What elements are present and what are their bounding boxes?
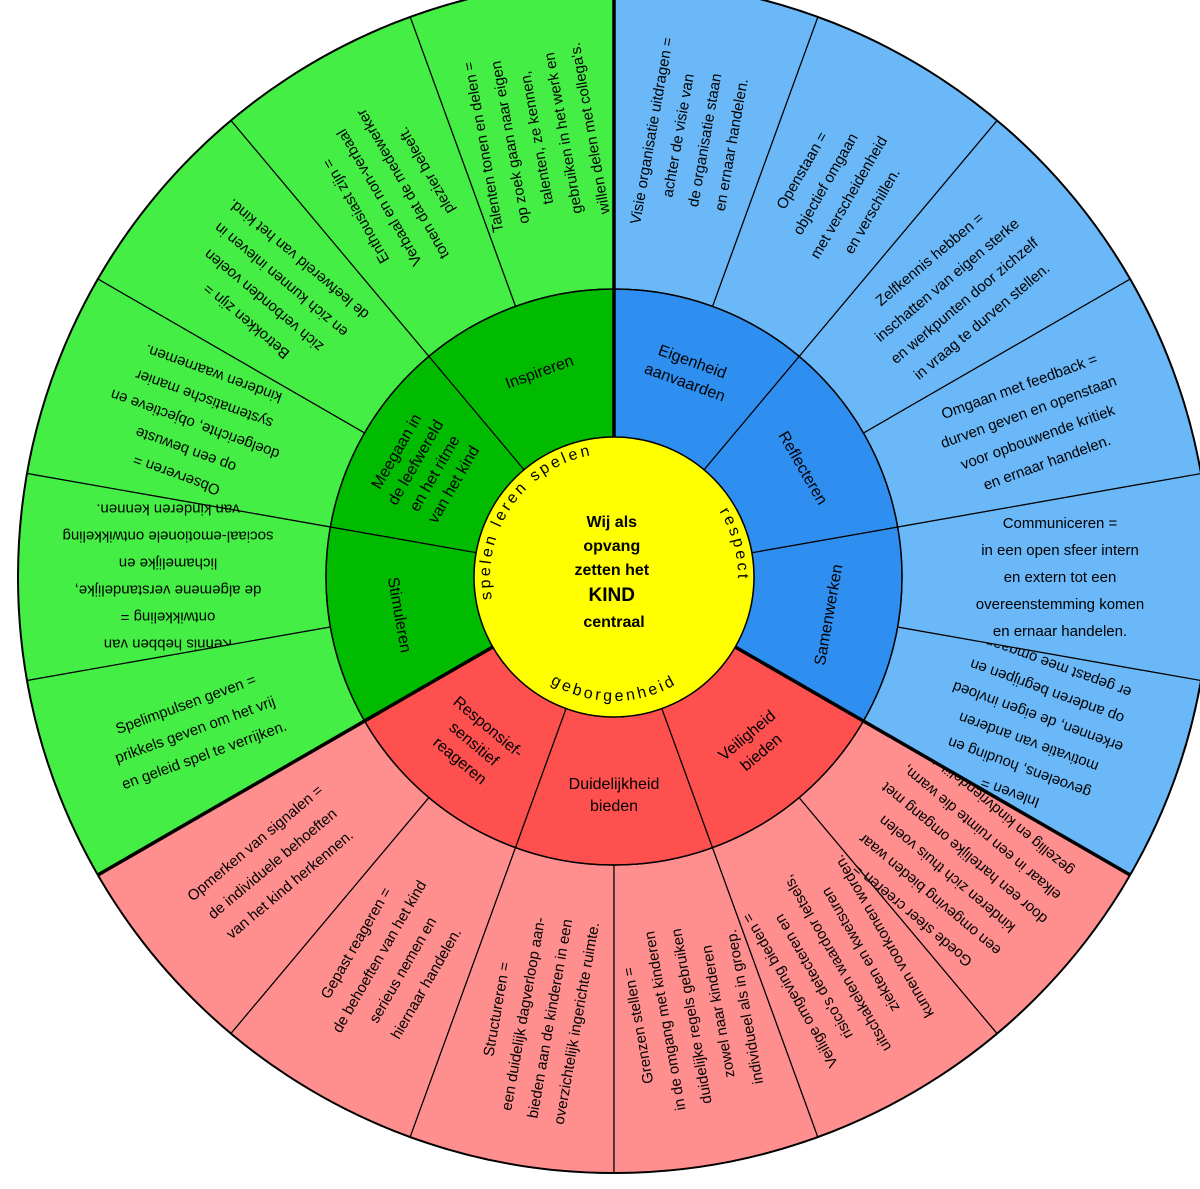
theme-label-line: Duidelijkheid xyxy=(569,776,660,793)
item-line: lichamelijke en xyxy=(119,555,217,572)
center-line-3: zetten het xyxy=(574,562,649,579)
item-line: Kennis hebben van xyxy=(104,636,232,653)
group-divider-1 xyxy=(734,645,1132,877)
center-label: Wij als opvang zetten het KIND centraal xyxy=(574,514,653,631)
theme-label-red-1: Duidelijkheid bieden xyxy=(569,776,660,815)
center-line-2: opvang xyxy=(583,538,640,555)
theme-label-line: bieden xyxy=(590,798,638,815)
center-line-1: Wij als xyxy=(587,514,638,531)
center-disc xyxy=(473,436,755,718)
outer-border xyxy=(17,0,1200,1174)
item-text-blue-0-1: Communiceren = in een open sfeer intern en… xyxy=(976,515,1144,640)
center-circle: Wij als opvang zetten het KIND centraal … xyxy=(473,436,755,718)
item-line: in een open sfeer intern xyxy=(981,542,1139,559)
item-line: ontwikkeling = xyxy=(120,609,215,626)
center-line-5: centraal xyxy=(583,614,644,631)
item-line: Communiceren = xyxy=(1003,515,1118,532)
outer-ring: Talenten tonen en delen =op zoek gaan na… xyxy=(17,0,1200,1174)
item-line: en extern tot een xyxy=(1004,569,1117,586)
group-dividers xyxy=(17,0,1200,1174)
item-line: sociaal-emotionele ontwikkeling xyxy=(63,528,274,545)
item-line: van kinderen kennen. xyxy=(96,501,239,518)
item-text-green-2-0: Kennis hebben van ontwikkeling = de algeme… xyxy=(63,501,274,653)
item-line: overeenstemming komen xyxy=(976,596,1144,613)
group-divider-2 xyxy=(96,645,494,877)
item-line: de algemene verstandelijke, xyxy=(75,582,262,599)
item-line: en ernaar handelen. xyxy=(993,623,1127,640)
center-line-4: KIND xyxy=(589,585,635,606)
